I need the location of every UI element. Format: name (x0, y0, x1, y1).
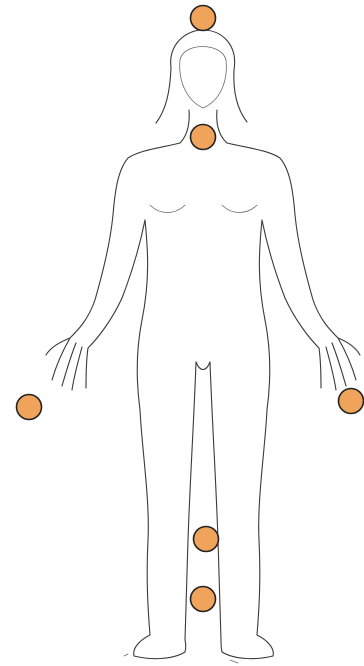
head-marker[interactable] (191, 6, 216, 31)
left-hand-marker[interactable] (17, 395, 42, 420)
ankle-marker[interactable] (191, 587, 216, 612)
throat-marker[interactable] (191, 125, 216, 150)
right-hand-marker[interactable] (339, 389, 364, 414)
marker-layer (17, 6, 364, 612)
lower-leg-marker[interactable] (194, 527, 219, 552)
